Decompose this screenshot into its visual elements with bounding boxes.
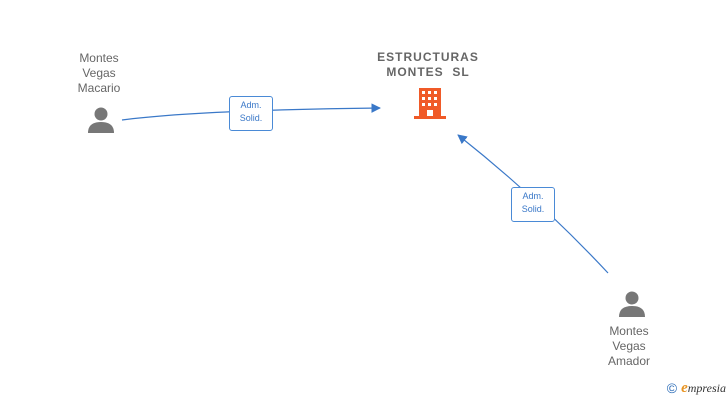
person-name-line3: Macario [77, 81, 121, 95]
person-icon[interactable] [619, 291, 645, 318]
edge-role-badge[interactable]: Adm. Solid. [229, 96, 273, 131]
person-icon[interactable] [88, 107, 114, 134]
person-name-line2: Vegas [612, 339, 646, 353]
copyright-icon: © [666, 380, 678, 396]
brand-rest: mpresia [687, 380, 726, 395]
role-line2: Solid. [239, 113, 263, 123]
person-amador-label[interactable]: Montes Vegas Amador [569, 324, 689, 369]
person-name-line1: Montes [79, 51, 119, 65]
building-icon[interactable] [414, 88, 446, 119]
role-line1: Adm. [522, 191, 544, 201]
brand-footer: © empresia [667, 380, 726, 396]
person-name-line2: Vegas [82, 66, 116, 80]
brand-initial: e [681, 379, 688, 396]
company-name-line1: ESTRUCTURAS [377, 50, 479, 64]
role-line2: Solid. [521, 204, 545, 214]
edge-role-badge[interactable]: Adm. Solid. [511, 187, 555, 222]
edge-macario-to-company [121, 103, 381, 121]
company-name-line2: MONTES SL [386, 65, 470, 79]
company-name[interactable]: ESTRUCTURAS MONTES SL [358, 50, 498, 80]
person-macario-label[interactable]: Montes Vegas Macario [39, 51, 159, 96]
brand-logo[interactable]: empresia [681, 380, 726, 397]
role-line1: Adm. [240, 100, 262, 110]
person-name-line1: Montes [609, 324, 649, 338]
person-name-line3: Amador [607, 354, 651, 368]
